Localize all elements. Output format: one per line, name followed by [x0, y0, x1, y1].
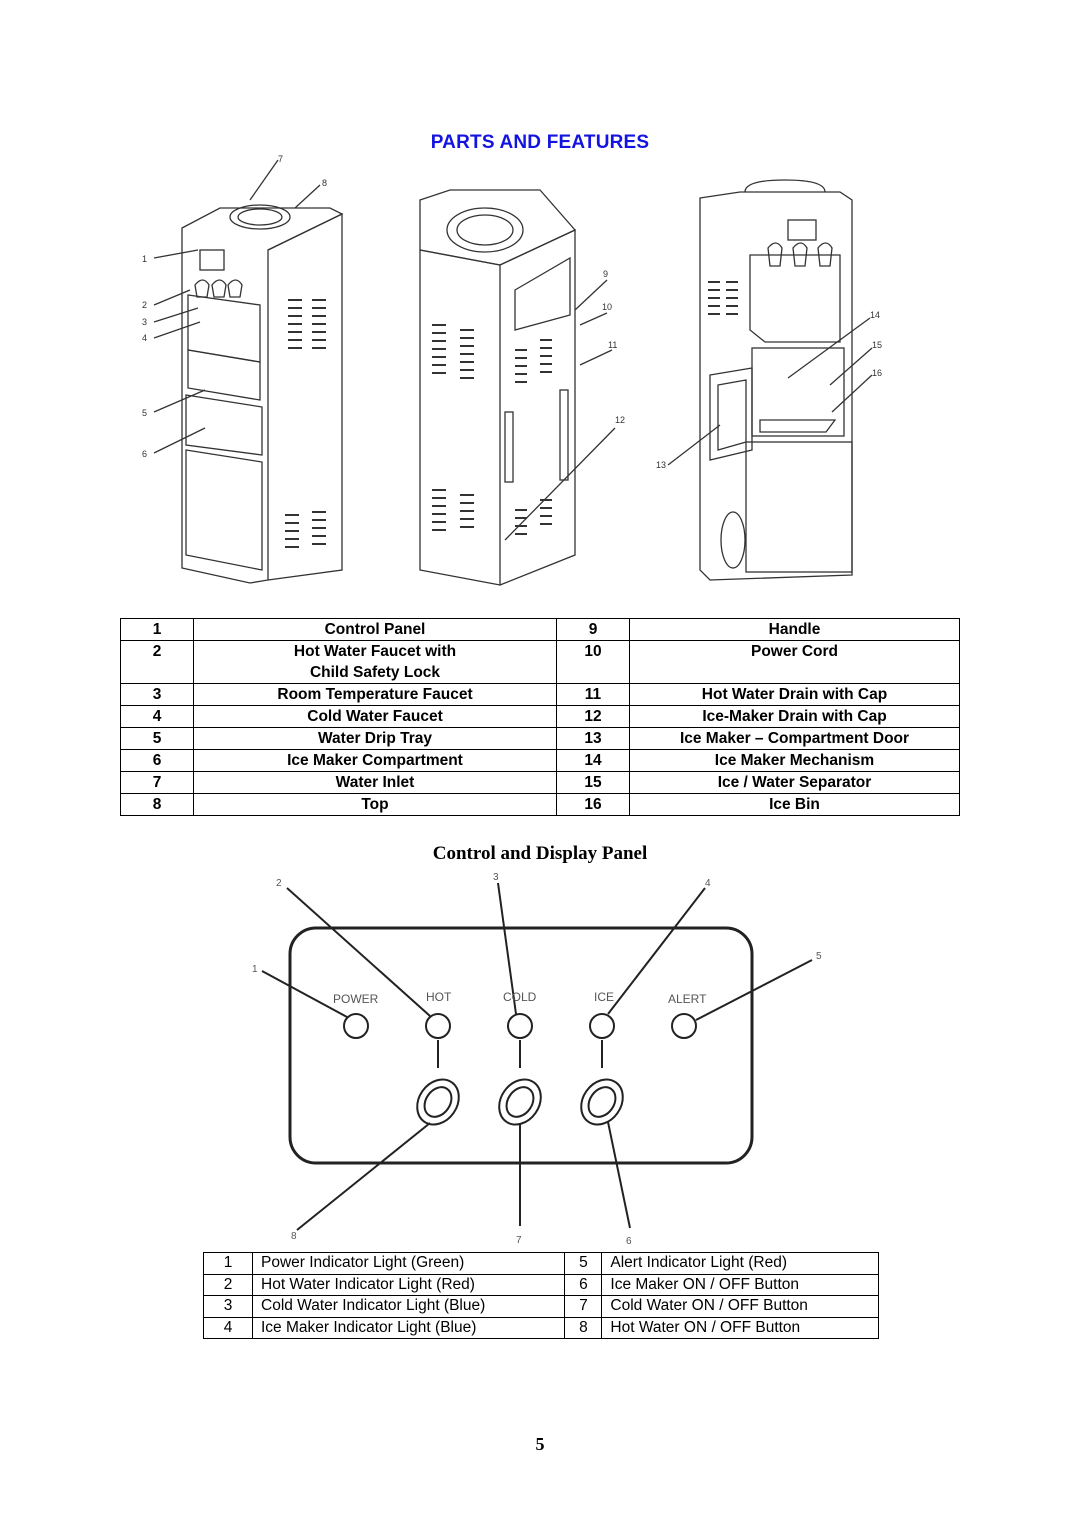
panel-callout-7: 7 [516, 1235, 522, 1246]
control-panel-title: Control and Display Panel [432, 843, 648, 864]
page-number: 5 [535, 1434, 545, 1454]
label-hot: HOT [426, 990, 452, 1004]
callout-3: 3 [142, 317, 147, 327]
callout-9: 9 [603, 269, 608, 279]
callout-13: 13 [656, 460, 666, 470]
panel-callout-5: 5 [816, 951, 822, 962]
callout-16: 16 [872, 368, 882, 378]
panel-callout-8: 8 [291, 1231, 297, 1242]
panel-callout-1: 1 [252, 964, 258, 975]
dispenser-front-view [153, 159, 344, 584]
callout-1: 1 [142, 254, 147, 264]
label-power: POWER [333, 992, 379, 1006]
callout-15: 15 [872, 340, 882, 350]
callout-8: 8 [322, 178, 327, 188]
control-panel-diagram: POWER HOT COLD ICE ALERT 1 2 3 4 5 6 7 8 [252, 872, 822, 1246]
callout-11: 11 [608, 340, 617, 350]
water-dispenser-illustration: 7 8 1 2 3 4 5 6 9 10 11 12 13 14 15 16 [142, 154, 882, 586]
callout-5: 5 [142, 408, 147, 418]
label-alert: ALERT [668, 992, 707, 1006]
panel-callout-3: 3 [493, 872, 499, 883]
callout-10: 10 [602, 302, 612, 312]
callout-12: 12 [615, 415, 625, 425]
dispenser-rear-view [419, 189, 616, 586]
callout-7: 7 [278, 154, 283, 164]
dispenser-open-view [667, 179, 873, 581]
label-ice: ICE [594, 990, 614, 1004]
callout-14: 14 [870, 310, 880, 320]
callout-6: 6 [142, 449, 147, 459]
callout-4: 4 [142, 333, 147, 343]
panel-callout-2: 2 [276, 878, 282, 889]
callout-2: 2 [142, 300, 147, 310]
panel-callout-4: 4 [705, 878, 711, 889]
panel-callout-6: 6 [626, 1236, 632, 1246]
page-title: PARTS AND FEATURES [430, 132, 650, 153]
label-cold: COLD [503, 990, 537, 1004]
